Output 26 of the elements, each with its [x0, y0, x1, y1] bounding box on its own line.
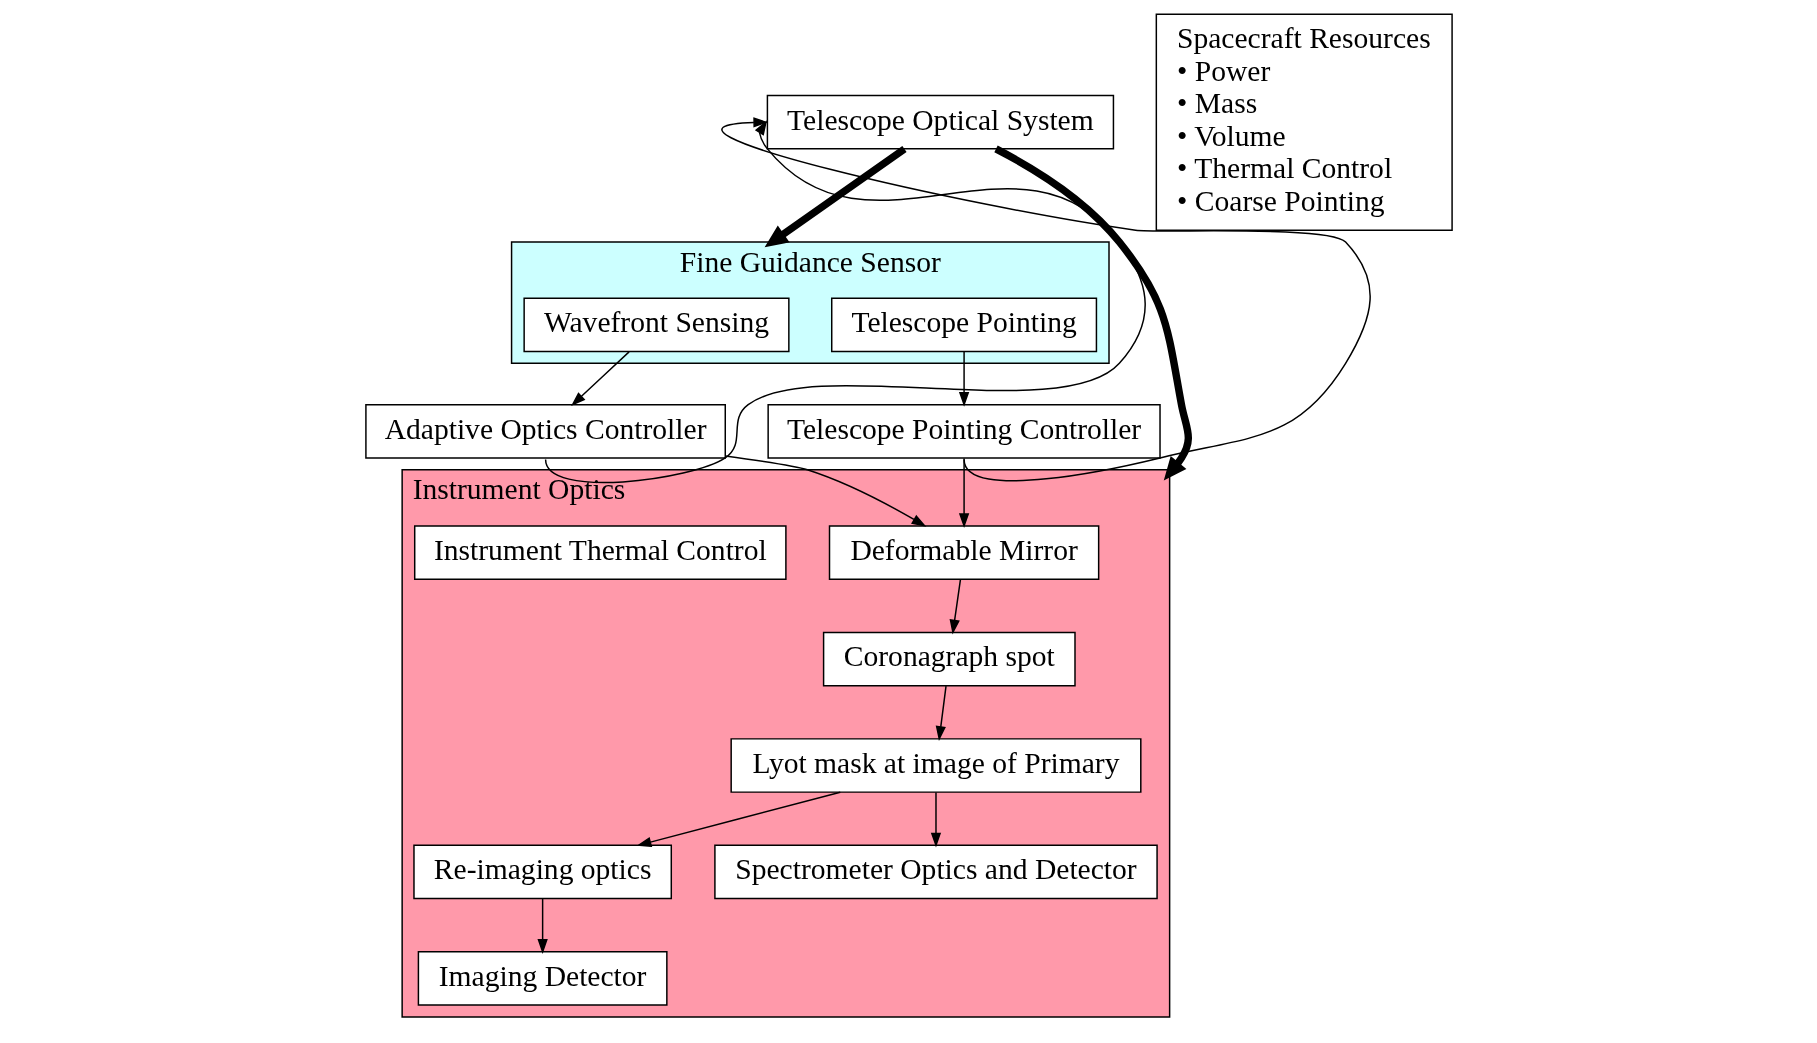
arrow — [949, 578, 961, 635]
node-box: Telescope Pointing — [830, 297, 1097, 353]
arrow — [764, 145, 907, 248]
node-box: Telescope Pointing Controller — [766, 403, 1161, 459]
arrow — [544, 120, 1146, 484]
arrow — [570, 351, 630, 407]
node-box: Spectrometer Optics and Detector — [713, 844, 1158, 900]
arrow — [958, 351, 969, 407]
arrow — [536, 898, 548, 954]
node-box: Adaptive Optics Controller — [364, 403, 726, 459]
node-box: Deformable Mirror — [828, 525, 1099, 580]
node-box: Wavefront Sensing — [522, 297, 790, 353]
node-box: Re-imaging optics — [412, 844, 672, 900]
arrow — [935, 685, 947, 741]
arrow — [958, 457, 969, 529]
arrow — [993, 145, 1192, 481]
node-box: Lyot mask at image of Primary — [729, 738, 1142, 793]
node-box: Coronagraph spot — [822, 631, 1076, 687]
arrow — [724, 455, 926, 527]
arrow — [636, 791, 841, 847]
node-box: Instrument Thermal Control — [413, 525, 787, 580]
node-box: Spacecraft Resources • Power • Mass • Volume • Thermal Control • Coarse Pointing — [1155, 13, 1453, 231]
node-box: Telescope Optical System — [766, 94, 1114, 150]
node-box: Imaging Detector — [417, 951, 668, 1006]
arrow — [930, 791, 941, 848]
arrow — [720, 117, 1371, 482]
